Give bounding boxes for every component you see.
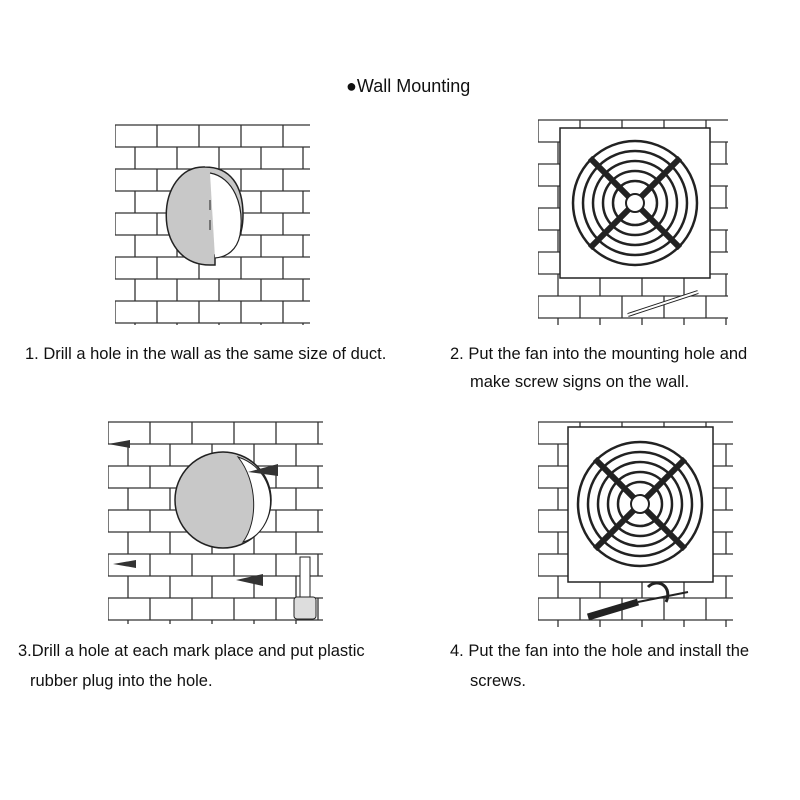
- step1-illustration-wall-hole: [115, 124, 310, 325]
- step3-caption-line1: 3.Drill a hole at each mark place and pu…: [18, 642, 365, 660]
- step3-caption-line2: rubber plug into the hole.: [30, 672, 213, 690]
- step2-caption-line1: 2. Put the fan into the mounting hole an…: [450, 345, 748, 363]
- page-title: ●Wall Mounting: [346, 76, 471, 96]
- step4-caption-line2: screws.: [470, 672, 526, 690]
- step4-illustration-fan-screws: [538, 421, 733, 627]
- step4-caption-line1: 4. Put the fan into the hole and install…: [450, 642, 750, 660]
- step1-caption: 1. Drill a hole in the wall as the same …: [25, 345, 387, 363]
- step2-illustration-fan-marking: [538, 119, 728, 325]
- step3-illustration-drill-plugs: [108, 421, 323, 624]
- step2-caption-line2: make screw signs on the wall.: [470, 373, 690, 391]
